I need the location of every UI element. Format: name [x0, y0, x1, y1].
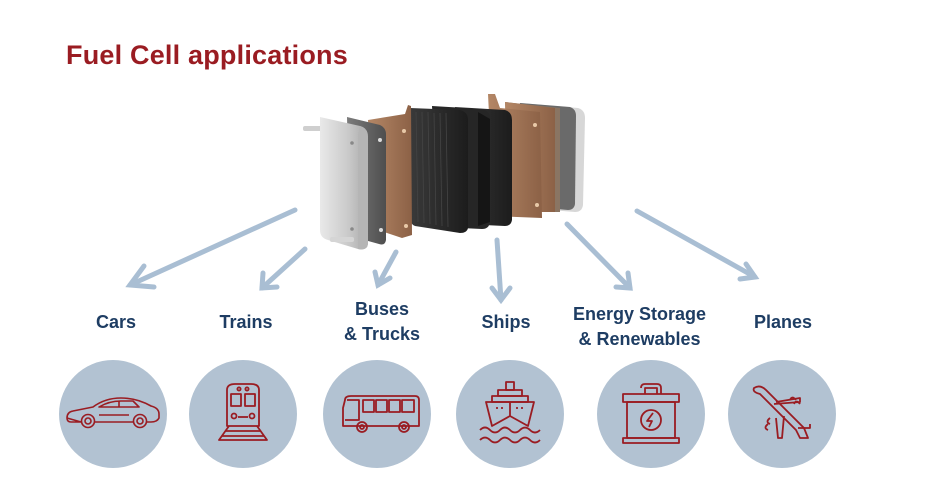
arrow-to-buses — [372, 249, 399, 289]
label-trains: Trains — [219, 312, 273, 332]
bus-icon — [342, 395, 420, 433]
plane-icon — [752, 385, 811, 439]
label-ships: Ships — [481, 312, 531, 332]
page-title: Fuel Cell applications — [66, 40, 348, 70]
battery-icon — [622, 383, 680, 444]
arrow-to-cars — [125, 207, 298, 290]
circle-energy — [597, 360, 705, 468]
ship-icon — [479, 381, 541, 444]
arrow-to-energy — [564, 221, 633, 291]
label-energy-storage: Energy Storage & Renewables — [572, 304, 707, 349]
circle-trains — [189, 360, 297, 468]
circle-planes — [728, 360, 836, 468]
label-buses-trucks: Buses & Trucks — [343, 299, 421, 344]
end-plate-left — [303, 117, 368, 250]
circle-buses — [323, 360, 431, 468]
circle-cars — [59, 360, 167, 468]
arrow-to-trains — [259, 246, 308, 291]
car-icon — [66, 397, 160, 429]
circle-ships — [456, 360, 564, 468]
label-cars: Cars — [95, 312, 137, 332]
bipolar-plate-1 — [410, 108, 468, 233]
arrow-to-planes — [634, 208, 760, 282]
arrow-to-ships — [489, 237, 513, 305]
label-planes: Planes — [753, 312, 813, 332]
train-icon — [218, 383, 268, 441]
